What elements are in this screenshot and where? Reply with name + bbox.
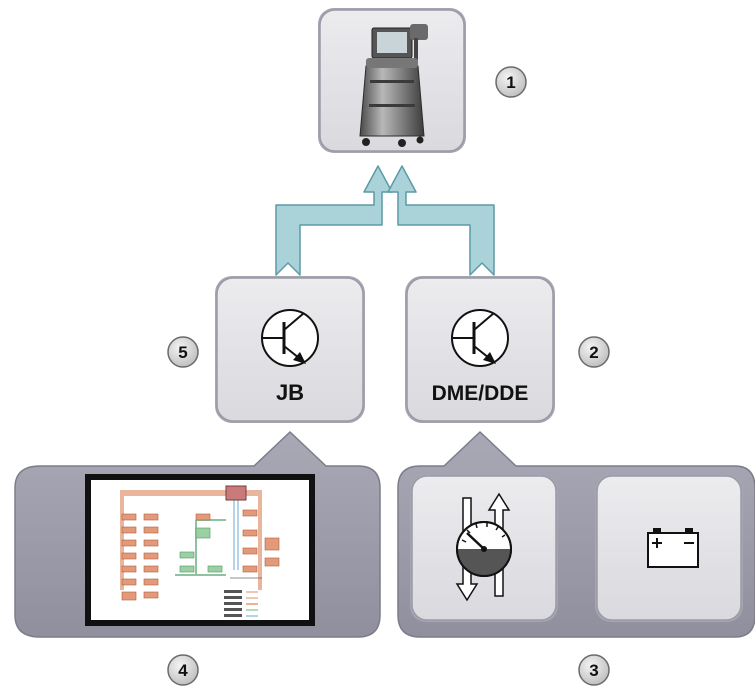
connector-tester-to-dme [387,165,495,276]
battery-icon [647,528,699,568]
badge-3: 3 [578,654,610,686]
svg-text:4: 4 [178,661,188,680]
jb-module-box[interactable]: JB [215,276,365,423]
svg-text:3: 3 [589,661,598,680]
badge-4: 4 [167,654,199,686]
bus-network-diagram-icon [85,474,315,626]
svg-text:5: 5 [178,343,187,362]
gauge-box[interactable] [410,474,558,622]
jb-label: JB [276,380,304,405]
badge-2: 2 [578,336,610,368]
svg-text:2: 2 [589,343,598,362]
diagnostic-tester-icon [359,24,428,147]
dme-dde-module-box[interactable]: DME/DDE [405,276,555,423]
badge-5: 5 [167,336,199,368]
dme-dde-label: DME/DDE [432,382,529,405]
transistor-icon [451,309,509,367]
transistor-icon [261,309,319,367]
connector-jb-to-tester [275,165,393,276]
pressure-gauge-icon [455,492,512,602]
badge-1: 1 [495,66,527,98]
svg-text:1: 1 [506,73,515,92]
battery-box[interactable] [595,474,743,622]
tester-box [318,8,466,153]
